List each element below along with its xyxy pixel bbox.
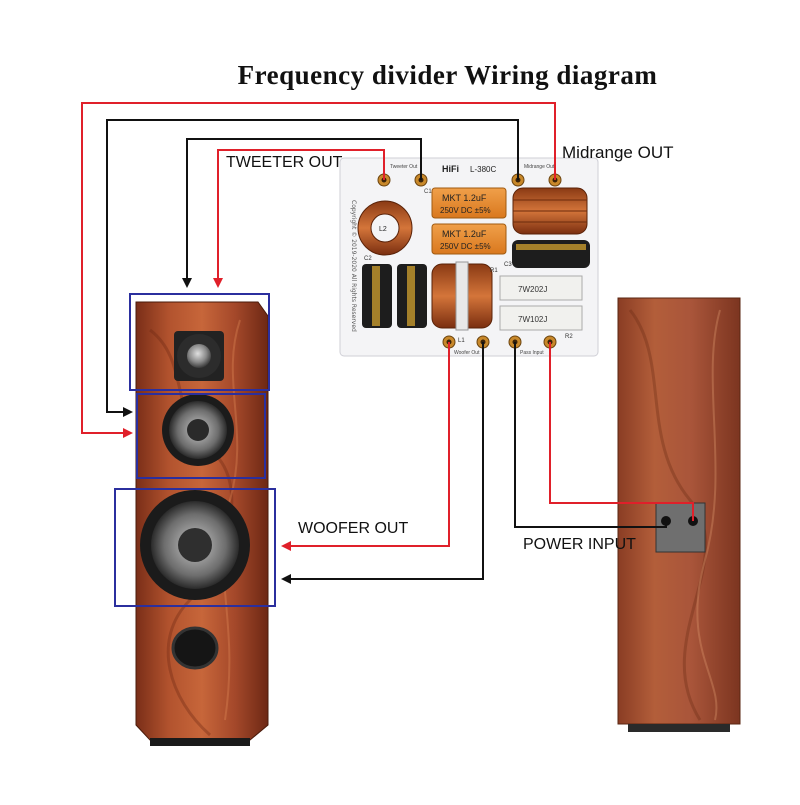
ref-r2: R2: [565, 334, 573, 340]
bass-port: [171, 626, 219, 670]
resistor-2-label: 7W102J: [518, 315, 547, 324]
wire-input-positive: [549, 342, 694, 521]
board-model: L-380C: [470, 165, 496, 174]
wire-tweeter-positive: [213, 149, 385, 288]
wire-tweeter-negative: [182, 138, 422, 288]
front-speaker: [135, 301, 269, 746]
port-woofer-label: Woofer Out: [454, 350, 480, 356]
svg-text:Copyright © 2019-2020 All Righ: Copyright © 2019-2020 All Rights Reserve…: [350, 200, 357, 332]
wire-midrange-negative: [106, 119, 519, 417]
midrange-out-label: Midrange OUT: [562, 143, 674, 162]
capacitor-1: MKT 1.2uF 250V DC ±5%: [431, 187, 507, 219]
resistor-1: 7W202J: [499, 275, 583, 301]
capacitor-2: MKT 1.2uF 250V DC ±5%: [431, 223, 507, 255]
ref-c3: C3: [504, 262, 512, 268]
wire-woofer-negative: [281, 342, 484, 584]
woofer-highlight-box: [114, 488, 276, 607]
port-tweeter-label: Tweeter Out: [390, 164, 418, 170]
ref-l1: L1: [458, 338, 465, 344]
ref-l2: L2: [379, 226, 387, 233]
tweeter-highlight-box: [129, 293, 270, 391]
wire-input-negative: [514, 342, 667, 528]
resistor-1-label: 7W202J: [518, 285, 547, 294]
crossover-board: Copyright © 2019-2020 All Rights Reserve…: [339, 157, 599, 357]
port-input-label: Pass Input: [520, 350, 544, 356]
wire-midrange-positive: [81, 102, 556, 438]
rear-speaker: [617, 297, 741, 732]
port-mid-label: Midrange Out: [524, 164, 555, 170]
cap-2-label: MKT 1.2uF: [442, 229, 487, 239]
inductor-l2: L2: [357, 200, 413, 256]
inductor-mid: [512, 187, 588, 235]
woofer-driver: [140, 490, 250, 600]
power-input-label: POWER INPUT: [523, 536, 636, 553]
ref-c2: C2: [364, 256, 372, 262]
woofer-out-label: WOOFER OUT: [298, 520, 409, 537]
capacitor-c3: C3: [504, 240, 590, 268]
cap-1-rating: 250V DC ±5%: [440, 206, 491, 215]
ref-r1: R1: [490, 268, 498, 274]
board-brand: HiFi: [442, 164, 459, 174]
cap-2-rating: 250V DC ±5%: [440, 242, 491, 251]
tweeter-driver: [174, 331, 224, 381]
midrange-highlight-box: [136, 393, 266, 479]
tweeter-out-label: TWEETER OUT: [226, 154, 343, 171]
resistor-2: 7W102J R2: [499, 305, 583, 340]
capacitor-c2: C2: [362, 256, 427, 328]
wire-woofer-positive: [281, 342, 450, 551]
ref-c1: C1: [424, 189, 432, 195]
midrange-driver: [162, 394, 234, 466]
cap-1-label: MKT 1.2uF: [442, 193, 487, 203]
diagram-title: Frequency divider Wiring diagram: [237, 60, 658, 90]
inductor-l1: L1 R1: [431, 261, 498, 344]
